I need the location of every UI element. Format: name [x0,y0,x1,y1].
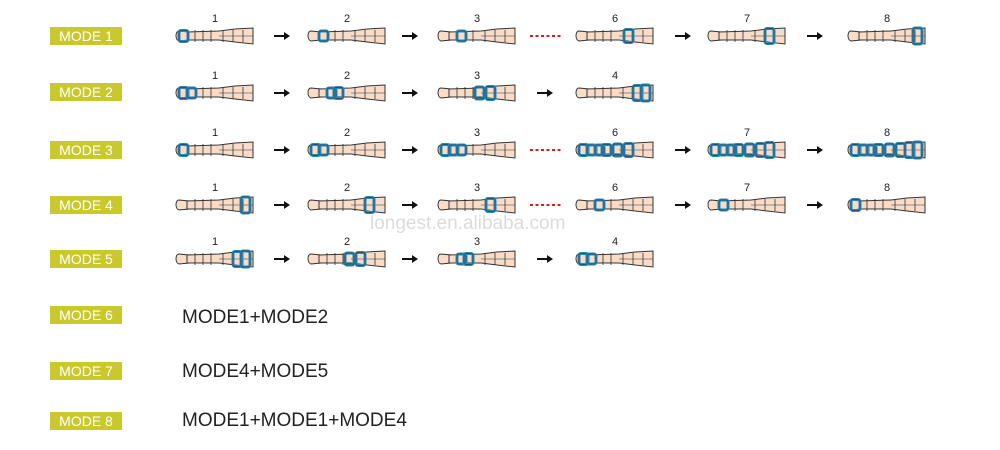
step-number: 7 [744,13,750,25]
step-number: 7 [744,182,750,194]
mode-2-badge: MODE 2 [50,83,122,101]
step-number: 7 [744,127,750,139]
leg-figure [437,250,516,268]
leg-figure [437,196,516,214]
arrow-icon [274,32,290,40]
step-number: 4 [612,70,618,82]
leg-figure [307,196,386,214]
leg-figure [307,84,386,102]
arrow-icon [402,255,418,263]
leg-figure [575,27,654,45]
arrow-icon [402,146,418,154]
step-number: 3 [474,182,480,194]
step-number: 8 [884,127,890,139]
mode-6-badge: MODE 6 [50,306,122,324]
step-number: 6 [612,182,618,194]
leg-figure [707,196,786,214]
mode-3-badge: MODE 3 [50,141,122,159]
step-number: 3 [474,127,480,139]
arrow-icon [807,146,823,154]
leg-figure [575,141,654,159]
step-number: 1 [212,127,218,139]
step-number: 1 [212,13,218,25]
leg-figure [437,141,516,159]
leg-figure [437,84,516,102]
mode-7-formula: MODE4+MODE5 [182,361,329,382]
arrow-icon [402,32,418,40]
step-number: 1 [212,236,218,248]
leg-figure [847,196,926,214]
leg-figure [307,27,386,45]
step-number: 3 [474,70,480,82]
arrow-icon [274,201,290,209]
step-number: 2 [344,70,350,82]
mode-8-badge: MODE 8 [50,412,122,430]
arrow-icon [274,255,290,263]
leg-figure [707,27,786,45]
step-number: 8 [884,13,890,25]
arrow-icon [807,32,823,40]
step-number: 1 [212,182,218,194]
leg-figure [847,140,926,160]
step-number: 6 [612,13,618,25]
leg-figure [307,250,386,268]
arrow-icon [537,89,553,97]
arrow-icon [807,201,823,209]
mode-6-formula: MODE1+MODE2 [182,307,329,328]
leg-figure [307,141,386,159]
step-number: 2 [344,13,350,25]
step-number: 8 [884,182,890,194]
arrow-icon [402,201,418,209]
mode-4-badge: MODE 4 [50,196,122,214]
mode-8-formula: MODE1+MODE1+MODE4 [182,410,407,431]
arrow-icon [537,255,553,263]
leg-figure [175,84,254,102]
step-number: 1 [212,70,218,82]
arrow-icon [274,89,290,97]
arrow-icon [402,89,418,97]
leg-figure [575,250,654,268]
ellipsis-dots [530,35,561,37]
step-number: 4 [612,236,618,248]
step-number: 2 [344,182,350,194]
step-number: 3 [474,13,480,25]
step-number: 3 [474,236,480,248]
leg-figure [175,195,254,215]
arrow-icon [274,146,290,154]
mode-7-badge: MODE 7 [50,362,122,380]
leg-figure [847,26,926,46]
ellipsis-dots [530,204,561,206]
arrow-icon [675,32,691,40]
leg-figure [575,196,654,214]
arrow-icon [675,146,691,154]
leg-figure [175,249,254,269]
arrow-icon [675,201,691,209]
step-number: 2 [344,236,350,248]
leg-figure [575,83,654,103]
leg-figure [175,27,254,45]
step-number: 2 [344,127,350,139]
leg-figure [707,141,786,159]
ellipsis-dots [530,149,561,151]
step-number: 6 [612,127,618,139]
leg-figure [437,27,516,45]
leg-figure [175,141,254,159]
mode-1-badge: MODE 1 [50,27,122,45]
mode-5-badge: MODE 5 [50,250,122,268]
